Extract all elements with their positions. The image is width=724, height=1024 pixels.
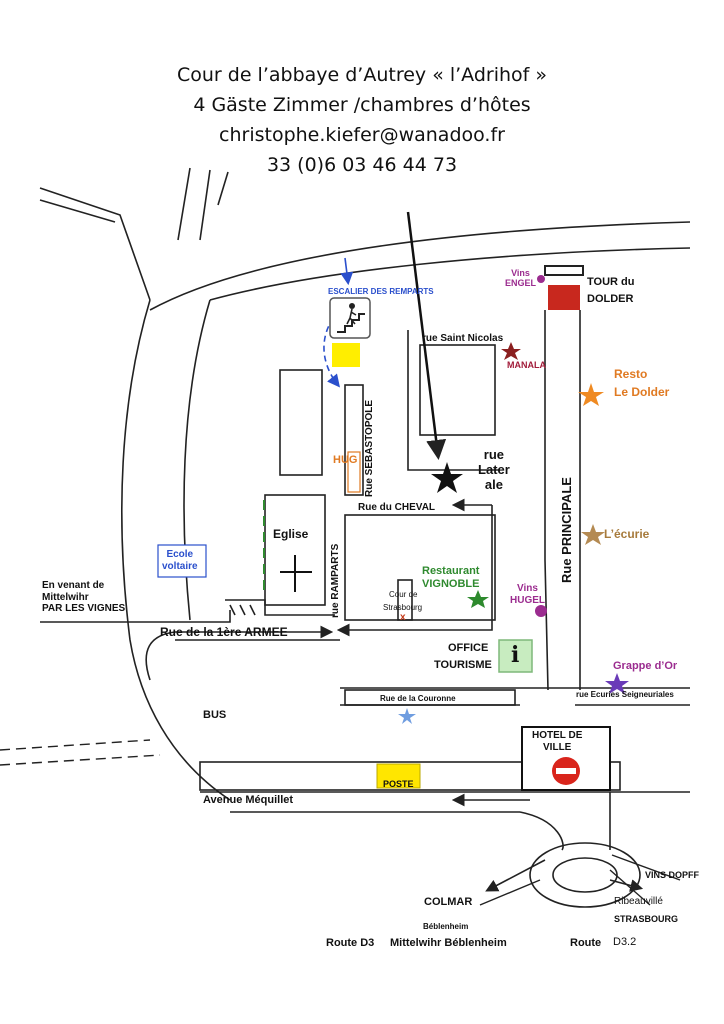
info-icon: i	[511, 642, 520, 668]
label-vins-engel: Vins ENGEL	[505, 268, 537, 289]
label-rue-principale: Rue PRINCIPALE	[559, 477, 574, 583]
header-email[interactable]: christophe.kiefer@wanadoo.fr	[219, 124, 505, 146]
dashed-roads	[0, 739, 161, 766]
label-rue-ecuries: rue Ecuries Seigneuriales	[576, 690, 674, 699]
block-cheval	[344, 514, 496, 621]
label-cour-strasbourg: Cour de Strasbourg	[383, 590, 423, 613]
building-left	[279, 369, 323, 476]
label-d32: D3.2	[613, 936, 637, 948]
label-rue-couronne: Rue de la Couronne	[380, 694, 456, 703]
inner-block	[419, 344, 496, 436]
label-en-venant: En venant de Mittelwihr PAR LES VIGNES	[42, 580, 126, 614]
label-rue-ramparts: rue RAMPARTS	[330, 543, 341, 618]
colmar-arrow	[485, 859, 546, 892]
star-adrihof-icon	[431, 462, 463, 493]
label-manala: MANALA	[507, 360, 546, 370]
label-escalier: ESCALIER DES REMPARTS	[328, 287, 434, 296]
road-left-outer	[121, 299, 231, 801]
label-vins-dopff: VINS DOPFF	[645, 870, 700, 880]
dashed-road-1	[0, 739, 151, 751]
label-rue-1ere-armee: Rue de la 1ère ARMEE	[160, 625, 288, 639]
header-title: Cour de l’abbaye d’Autrey « l’Adrihof »	[176, 64, 548, 86]
star-ecurie-icon	[581, 524, 605, 545]
label-hotel-de-ville: HOTEL DE VILLE	[532, 730, 583, 753]
escalier-path	[323, 309, 341, 388]
roundabout-outer	[529, 842, 641, 908]
road-armee-top	[40, 610, 231, 623]
label-avenue-mequillet: Avenue Méquillet	[203, 794, 294, 806]
label-vins-hugel: Vins HUGEL	[510, 583, 545, 606]
tour-dolder-icon	[548, 285, 580, 310]
header-rooms: 4 Gäste Zimmer /chambres d’hôtes	[193, 94, 531, 116]
star-couronne-icon	[398, 708, 416, 724]
road-top-outer	[149, 221, 691, 311]
road-left-inner	[183, 299, 211, 621]
road-nw-2	[39, 199, 116, 223]
office-tourisme-box	[498, 639, 533, 673]
label-colmar: COLMAR	[424, 896, 473, 908]
label-rue-du-cheval: Rue du CHEVAL	[358, 502, 436, 513]
escalier-marker	[332, 343, 360, 367]
dot-engel-icon	[537, 275, 545, 283]
location-arrow	[406, 211, 447, 460]
label-rue-sebastopole: Rue SEBASTOPOLE	[364, 399, 375, 497]
label-grappe-dor: Grappe d’Or	[613, 660, 678, 672]
cour-strasbourg-mark: x	[400, 612, 406, 623]
road-nw-3	[177, 167, 191, 241]
dashed-road-2	[0, 754, 161, 766]
label-ecole-voltaire: Ecole voltaire	[162, 549, 198, 572]
label-rue-laterale: rue Later ale	[478, 447, 510, 492]
label-hug: HUG	[333, 454, 358, 466]
label-rue-saint-nicolas: rue Saint Nicolas	[422, 333, 504, 344]
label-poste: POSTE	[383, 779, 414, 789]
no-entry-bar	[556, 768, 576, 774]
roads	[39, 167, 691, 908]
road-principale-left	[544, 310, 549, 691]
road-nw-5	[217, 171, 229, 206]
header-phone[interactable]: 33 (0)6 03 46 44 73	[266, 154, 458, 176]
label-route: Route	[570, 937, 602, 949]
label-bus: BUS	[203, 709, 227, 721]
label-ribeauville: Ribeauvillé STRASBOURG	[614, 896, 679, 924]
label-beblenheim: Béblenheim	[423, 922, 469, 931]
label-tour-dolder: TOUR du DOLDER	[587, 276, 635, 305]
escalier-arrow	[340, 257, 354, 286]
poste-block	[199, 761, 621, 791]
inner-block-sebastopole	[407, 330, 500, 471]
church-cross-icon	[280, 555, 312, 592]
star-resto-icon	[578, 383, 604, 406]
label-route-d3: Route D3	[326, 937, 375, 949]
church-steps	[225, 599, 335, 616]
road-top-inner	[209, 247, 691, 301]
road-se-exit-2	[609, 869, 651, 906]
label-resto-dolder: Resto Le Dolder	[614, 367, 670, 399]
hug-marker	[347, 451, 361, 493]
label-restaurant-vignoble: Restaurant VIGNOBLE	[422, 565, 480, 590]
building-hug	[344, 384, 364, 496]
road-roundabout-approach-l	[519, 811, 564, 851]
block-cour-strasbourg	[397, 579, 413, 621]
star-grappe-icon	[605, 673, 629, 694]
couronne-block	[344, 689, 516, 706]
roundabout-inner	[552, 857, 618, 893]
escalier-icon	[329, 297, 371, 339]
tour-roof	[544, 265, 584, 276]
dot-hugel-icon	[535, 605, 547, 617]
label-eglise: Eglise	[273, 527, 309, 541]
label-mittelwihr-beblenheim: Mittelwihr Béblenheim	[390, 937, 507, 949]
road-se-exit-1	[611, 854, 681, 881]
road-nw-4	[199, 169, 211, 241]
rue-laterale-route	[336, 505, 493, 637]
star-vignoble-icon	[467, 590, 489, 608]
star-manala-icon	[501, 342, 521, 360]
label-lecurie: L’écurie	[604, 527, 650, 541]
poste-marker	[376, 763, 421, 789]
label-office-tourisme: OFFICE TOURISME	[434, 642, 492, 671]
road-nw-1	[39, 187, 151, 301]
rue-armee-arrow	[145, 625, 334, 681]
ecole-box	[157, 544, 207, 578]
road-sw-exit-1	[479, 879, 541, 906]
